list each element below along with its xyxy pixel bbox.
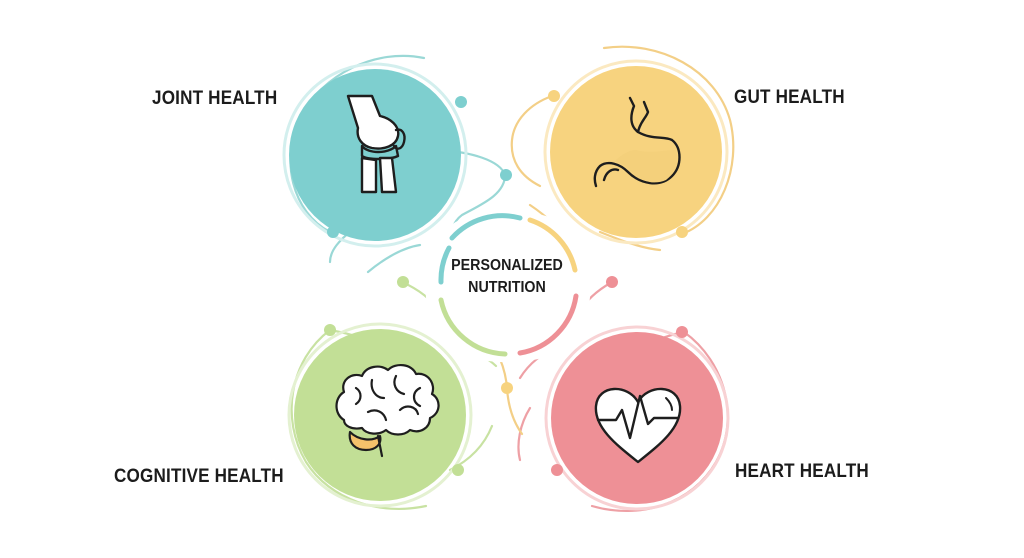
center-title-line2: NUTRITION bbox=[468, 279, 546, 296]
cognitive-outer-ring bbox=[290, 328, 428, 510]
center-title-line1: PERSONALIZED bbox=[451, 257, 563, 274]
joint-health-label: JOINT HEALTH bbox=[152, 88, 278, 109]
knee-joint-icon bbox=[346, 94, 406, 194]
heart-ecg-icon bbox=[594, 387, 682, 464]
connector-dots bbox=[324, 90, 688, 476]
brain-icon bbox=[335, 364, 440, 458]
gut-outer-ring bbox=[602, 45, 735, 236]
stomach-icon bbox=[593, 96, 681, 188]
center-title: PERSONALIZED NUTRITION bbox=[445, 255, 568, 299]
center-node bbox=[425, 210, 591, 363]
cognitive-health-label: COGNITIVE HEALTH bbox=[114, 466, 284, 487]
heart-health-label: HEART HEALTH bbox=[735, 461, 869, 482]
gut-health-label: GUT HEALTH bbox=[734, 87, 845, 108]
joint-connector bbox=[328, 148, 507, 274]
